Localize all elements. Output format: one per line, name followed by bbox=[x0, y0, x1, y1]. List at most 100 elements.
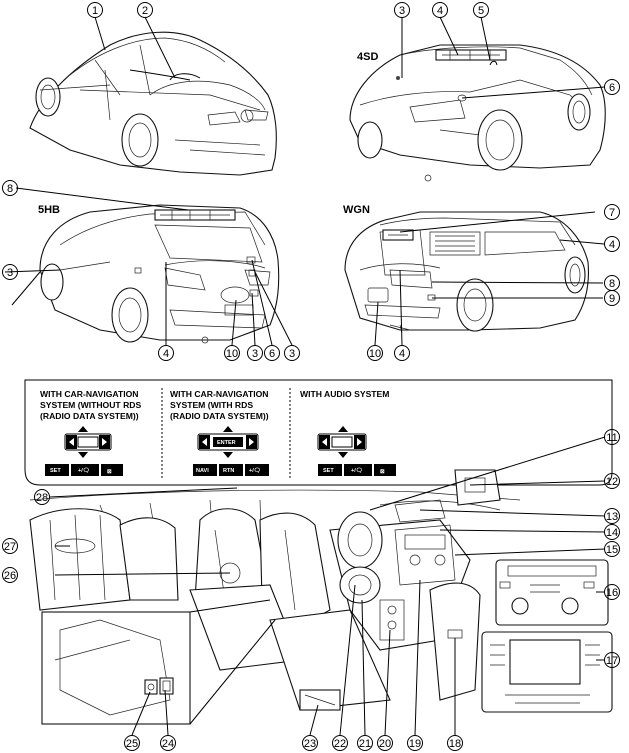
panel1-header-line2: SYSTEM (WITHOUT RDS bbox=[40, 400, 141, 410]
panel2-buttons: NAVI RTN +/🗨 bbox=[193, 464, 269, 476]
panel3-dpad bbox=[317, 426, 367, 458]
callout-3d: 3 bbox=[284, 345, 300, 361]
panel1-header-line3: (RADIO DATA SYSTEM)) bbox=[40, 411, 139, 421]
navigation-unit-inset bbox=[481, 631, 613, 713]
svg-text:9: 9 bbox=[609, 293, 615, 305]
callout-1: 1 bbox=[87, 2, 103, 18]
panel2-header-line3: (RADIO DATA SYSTEM)) bbox=[170, 411, 269, 421]
svg-text:10: 10 bbox=[226, 348, 238, 360]
callout-markers: 1 2 3 4 5 6 8 7 4 3 8 9 4 10 3 6 3 10 4 … bbox=[2, 2, 620, 751]
panel3-buttons: SET +/🗨 ⊠ bbox=[318, 464, 396, 476]
svg-text:23: 23 bbox=[304, 738, 316, 750]
svg-text:14: 14 bbox=[606, 527, 618, 539]
rear-console-inset bbox=[41, 599, 276, 725]
callout-22: 22 bbox=[332, 735, 348, 751]
variant-label-4sd: 4SD bbox=[357, 51, 378, 63]
leader-lines bbox=[4, 16, 606, 736]
callout-17: 17 bbox=[604, 652, 620, 668]
panel3-set-label: SET bbox=[323, 468, 334, 474]
svg-text:22: 22 bbox=[334, 738, 346, 750]
svg-text:3: 3 bbox=[252, 348, 258, 360]
callout-9: 9 bbox=[604, 290, 620, 306]
panel2-header-line2: SYSTEM (WITH RDS bbox=[170, 400, 253, 410]
svg-text:16: 16 bbox=[606, 587, 618, 599]
steering-switch-panel: WITH CAR-NAVIGATION SYSTEM (WITHOUT RDS … bbox=[24, 379, 613, 486]
callout-4d: 4 bbox=[394, 345, 410, 361]
svg-text:4: 4 bbox=[399, 348, 405, 360]
svg-text:13: 13 bbox=[606, 511, 618, 523]
panel3-header-line1: WITH AUDIO SYSTEM bbox=[300, 389, 389, 399]
panel2-rtn-label: RTN bbox=[223, 468, 234, 474]
callout-20: 20 bbox=[377, 735, 393, 751]
svg-text:1: 1 bbox=[92, 5, 98, 17]
callout-8b: 8 bbox=[604, 275, 620, 291]
voice-icon: +/🗨 bbox=[249, 467, 261, 474]
voice-icon: +/🗨 bbox=[78, 467, 90, 474]
callout-24: 24 bbox=[160, 735, 176, 751]
svg-text:15: 15 bbox=[606, 544, 618, 556]
callout-23: 23 bbox=[302, 735, 318, 751]
callout-3: 3 bbox=[394, 2, 410, 18]
svg-text:7: 7 bbox=[609, 207, 615, 219]
callout-12: 12 bbox=[604, 473, 620, 489]
voice-icon: +/🗨 bbox=[351, 467, 363, 474]
svg-text:11: 11 bbox=[606, 432, 617, 444]
callout-5: 5 bbox=[473, 2, 489, 18]
callout-21: 21 bbox=[357, 735, 373, 751]
mute-icon: ⊠ bbox=[380, 469, 385, 475]
car-wgn-rear-view bbox=[344, 211, 589, 334]
callout-6b: 6 bbox=[264, 345, 280, 361]
svg-text:6: 6 bbox=[269, 348, 275, 360]
svg-text:27: 27 bbox=[4, 541, 16, 553]
variant-label-wgn: WGN bbox=[343, 204, 370, 216]
svg-text:3: 3 bbox=[289, 348, 295, 360]
callout-2: 2 bbox=[137, 2, 153, 18]
svg-text:24: 24 bbox=[162, 738, 174, 750]
callout-19: 19 bbox=[407, 735, 423, 751]
callout-28: 28 bbox=[34, 489, 50, 505]
svg-text:18: 18 bbox=[449, 738, 461, 750]
svg-text:20: 20 bbox=[379, 738, 391, 750]
panel1-buttons: SET +/🗨 ⊠ bbox=[45, 464, 123, 476]
panel2-enter-label: ENTER bbox=[217, 440, 236, 446]
svg-text:8: 8 bbox=[609, 278, 615, 290]
svg-text:5: 5 bbox=[478, 5, 484, 17]
car-front-view bbox=[29, 31, 277, 176]
car-5hb-rear-view bbox=[39, 204, 280, 344]
svg-text:3: 3 bbox=[7, 267, 13, 279]
callout-10: 10 bbox=[224, 345, 240, 361]
callout-15: 15 bbox=[604, 541, 620, 557]
callout-4: 4 bbox=[432, 2, 448, 18]
svg-text:12: 12 bbox=[606, 476, 618, 488]
svg-text:4: 4 bbox=[609, 239, 615, 251]
variant-label-5hb: 5HB bbox=[38, 204, 60, 216]
callout-3b: 3 bbox=[2, 264, 18, 280]
panel1-set-label: SET bbox=[50, 468, 61, 474]
svg-text:4: 4 bbox=[163, 348, 169, 360]
svg-text:2: 2 bbox=[142, 5, 148, 17]
mute-icon: ⊠ bbox=[107, 469, 112, 475]
car-4sd-rear-view bbox=[349, 44, 606, 182]
svg-text:3: 3 bbox=[399, 5, 405, 17]
svg-text:26: 26 bbox=[4, 570, 16, 582]
svg-text:8: 8 bbox=[7, 183, 13, 195]
svg-text:28: 28 bbox=[36, 492, 48, 504]
callout-26: 26 bbox=[2, 567, 18, 583]
callout-7: 7 bbox=[604, 204, 620, 220]
callout-3c: 3 bbox=[247, 345, 263, 361]
callout-18: 18 bbox=[447, 735, 463, 751]
callout-25: 25 bbox=[124, 735, 140, 751]
svg-text:25: 25 bbox=[126, 738, 138, 750]
svg-text:6: 6 bbox=[609, 82, 615, 94]
callout-4c: 4 bbox=[158, 345, 174, 361]
callout-14: 14 bbox=[604, 524, 620, 540]
callout-13: 13 bbox=[604, 508, 620, 524]
panel2-header-line1: WITH CAR-NAVIGATION bbox=[170, 389, 269, 399]
audio-unit-inset bbox=[495, 559, 609, 626]
svg-text:4: 4 bbox=[437, 5, 443, 17]
svg-text:21: 21 bbox=[359, 738, 371, 750]
svg-text:17: 17 bbox=[606, 655, 618, 667]
callout-11: 11 bbox=[604, 429, 620, 445]
callout-16: 16 bbox=[604, 584, 620, 600]
